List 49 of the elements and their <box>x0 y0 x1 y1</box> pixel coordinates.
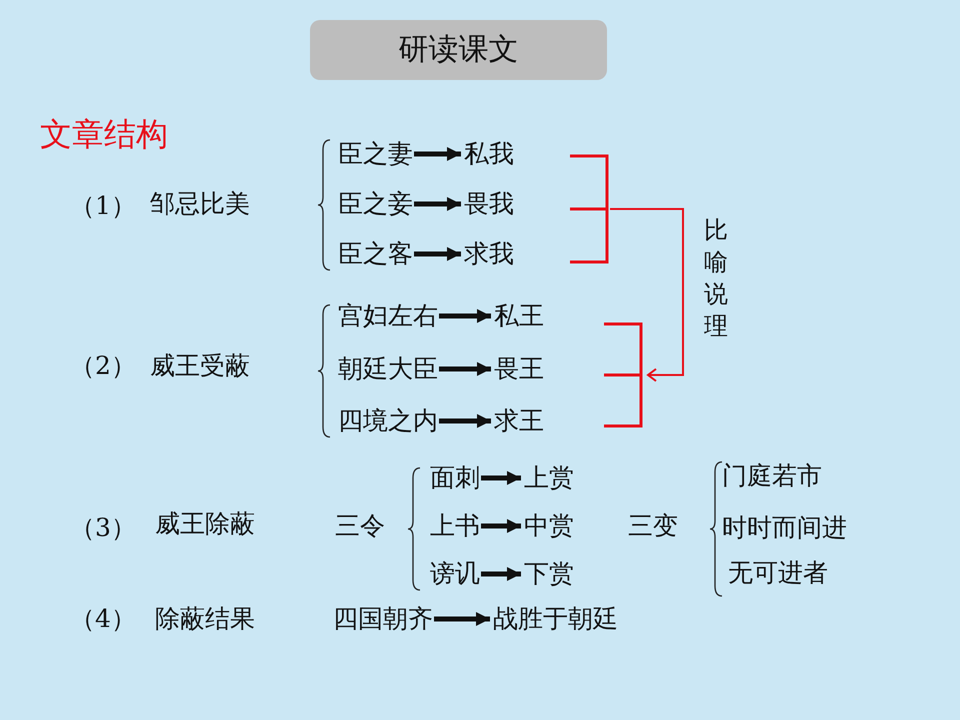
text-label: 四境之内 <box>338 405 438 437</box>
arrow <box>434 612 490 626</box>
text-label: 中赏 <box>524 510 574 542</box>
text-label: 谤讥 <box>430 558 480 590</box>
text-label: 私我 <box>464 138 514 170</box>
arrow <box>439 414 491 428</box>
text-label: 面刺 <box>430 462 480 494</box>
text-label: 臣之妾 <box>338 188 413 220</box>
text-label: 战胜于朝廷 <box>493 603 618 635</box>
text-label: 畏我 <box>464 188 514 220</box>
text-label: 时时而间进 <box>722 512 847 544</box>
text-label: 威王受蔽 <box>150 350 250 382</box>
text-label: 无可进者 <box>728 557 828 589</box>
text-label: 上书 <box>430 510 480 542</box>
text-label: 邹忌比美 <box>150 188 250 220</box>
arrow <box>414 147 461 161</box>
text-label: 下赏 <box>524 558 574 590</box>
item-number: （1） <box>70 190 136 222</box>
item-number: （4） <box>70 603 136 635</box>
arrow <box>439 309 491 323</box>
item-number: （2） <box>70 350 136 382</box>
arrow <box>610 208 684 382</box>
text-label: 求我 <box>464 238 514 270</box>
text-label: 上赏 <box>524 462 574 494</box>
bracket-line <box>604 322 644 428</box>
text-label: 四国朝齐 <box>333 603 433 635</box>
text-label: 门庭若市 <box>722 460 822 492</box>
item-number: （3） <box>70 512 136 544</box>
arrow <box>439 362 491 376</box>
arrow <box>481 567 521 581</box>
text-label: 三变 <box>628 510 678 542</box>
bracket-line <box>570 154 610 264</box>
text-label: 畏王 <box>494 353 544 385</box>
arrow <box>414 197 461 211</box>
text-label: 威王除蔽 <box>155 508 255 540</box>
text-label: 私王 <box>494 300 544 332</box>
arrow <box>414 247 461 261</box>
arrow <box>481 471 521 485</box>
text-label: 宫妇左右 <box>338 300 438 332</box>
arrow <box>481 519 521 533</box>
text-label: 臣之妻 <box>338 138 413 170</box>
edge-label: 比喻说理 <box>704 215 729 342</box>
text-label: 朝廷大臣 <box>338 353 438 385</box>
section-heading: 文章结构 <box>40 118 168 150</box>
text-label: 臣之客 <box>338 238 413 270</box>
text-label: 除蔽结果 <box>155 603 255 635</box>
text-label: 求王 <box>494 405 544 437</box>
text-label: 三令 <box>335 510 385 542</box>
title-box: 研读课文 <box>310 20 607 80</box>
